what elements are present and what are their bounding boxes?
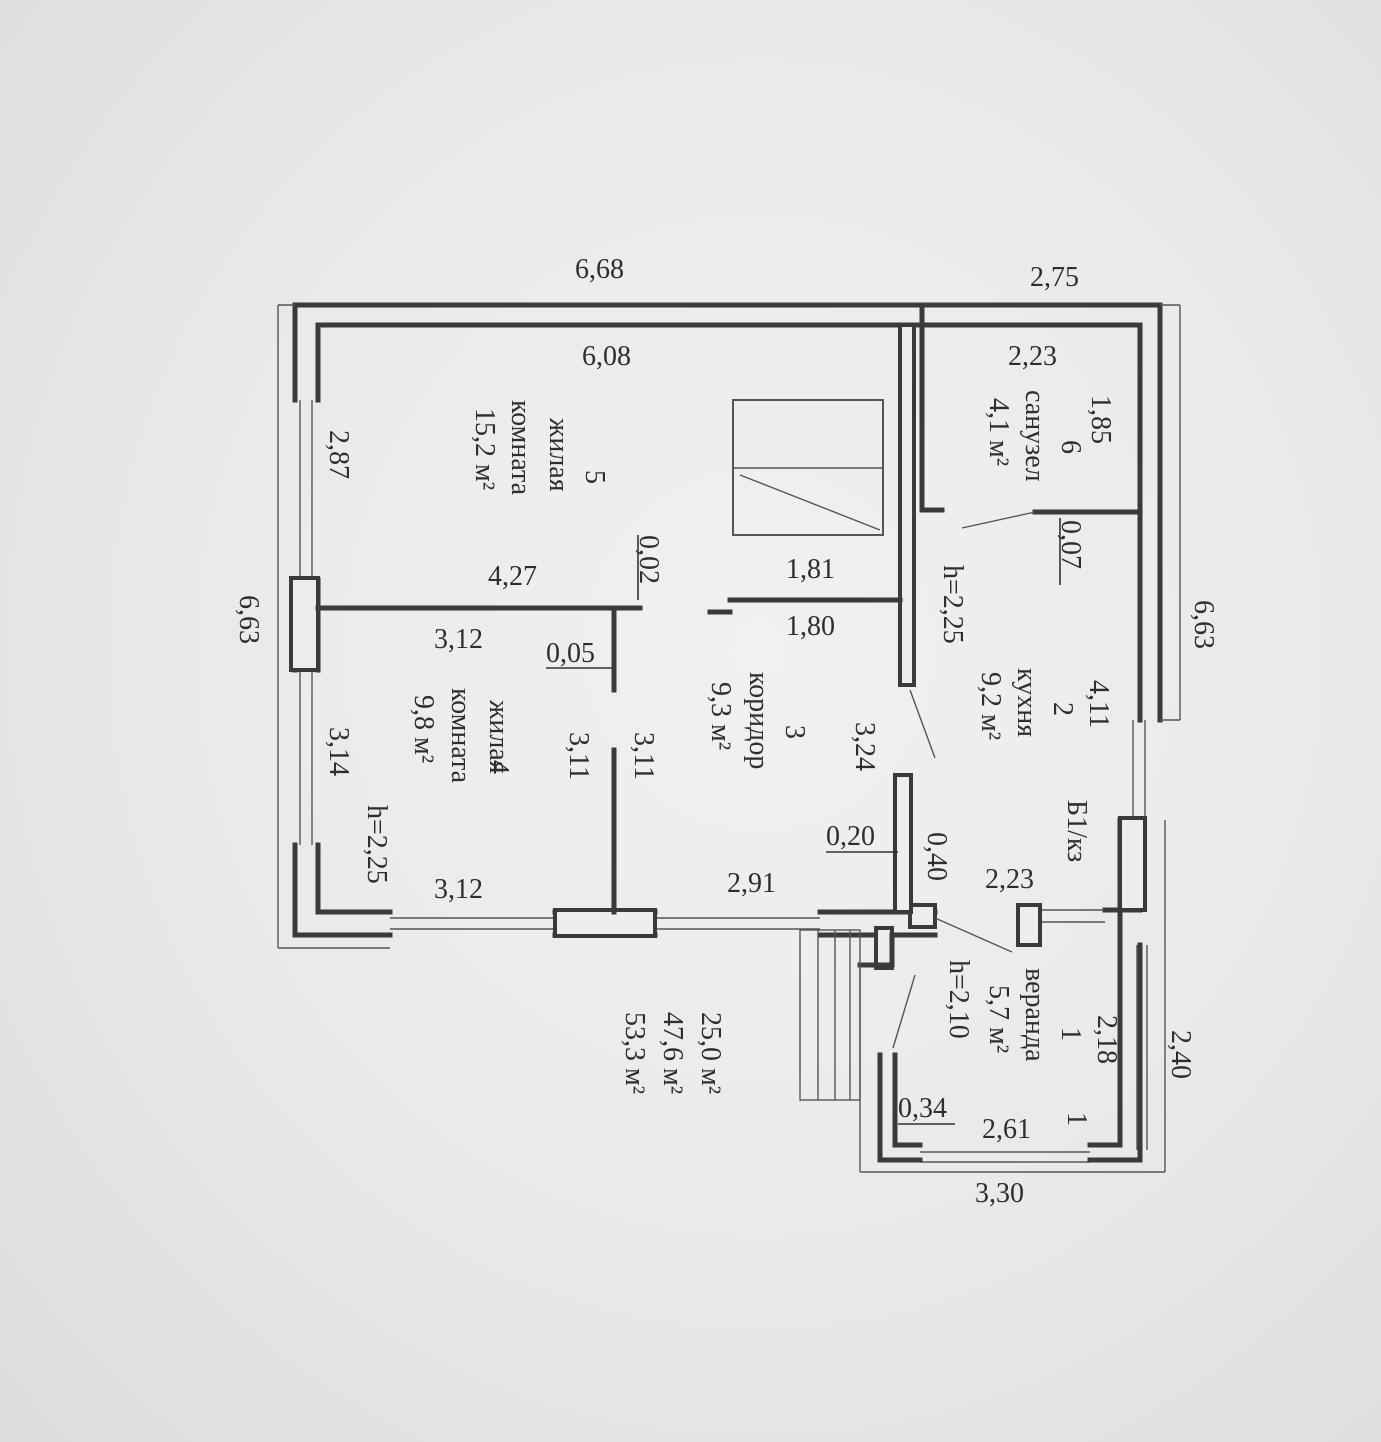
room-bath-name: санузел xyxy=(1019,390,1050,482)
dim-bath-width: 1,85 xyxy=(1085,395,1116,444)
total-area: 47,6 м² xyxy=(657,1012,688,1094)
wall-piers xyxy=(289,576,1147,970)
room5-area: 15,2 м² xyxy=(469,408,500,490)
corridor-area: 9,3 м² xyxy=(705,682,736,750)
dim-wall-020: 0,20 xyxy=(826,821,875,852)
room-bath: 6 санузел 4,1 м² xyxy=(983,390,1086,482)
area-totals: 25,0 м² 47,6 м² 53,3 м² xyxy=(619,1012,726,1094)
room4-height: h=2,25 xyxy=(361,805,392,884)
room-5: 5 жилая комната 15,2 м² xyxy=(469,400,610,496)
dim-room4-bottom: 3,12 xyxy=(434,874,483,905)
interior-walls xyxy=(315,302,1143,915)
dim-veranda-218: 2,18 xyxy=(1091,1015,1122,1064)
dim-room4-top: 3,12 xyxy=(434,624,483,655)
door-swings xyxy=(892,511,1036,1049)
dim-corridor-181: 1,81 xyxy=(786,554,835,585)
room-bath-number: 6 xyxy=(1055,440,1086,454)
dim-partition-005: 0,05 xyxy=(546,638,595,669)
dim-wall-040: 0,40 xyxy=(921,832,952,881)
room4-name: жилая xyxy=(483,699,514,774)
total-gross: 53,3 м² xyxy=(619,1012,650,1094)
entrance-steps xyxy=(799,929,861,1101)
windows xyxy=(299,400,1148,1163)
dim-kitchen-223: 2,23 xyxy=(985,864,1034,895)
dim-veranda-240: 2,40 xyxy=(1165,1030,1196,1079)
dim-bath-len: 2,23 xyxy=(1008,341,1057,372)
dim-veranda-261: 2,61 xyxy=(982,1114,1031,1145)
bath-fixture xyxy=(732,399,884,536)
room-veranda: 1 веранда 5,7 м² h=2,10 xyxy=(943,960,1086,1062)
room4-area: 9,8 м² xyxy=(408,695,439,763)
dim-room5-len: 4,27 xyxy=(488,561,537,592)
room-bath-area: 4,1 м² xyxy=(983,398,1014,466)
dim-kitchen-411: 4,11 xyxy=(1083,680,1114,728)
dim-top-total: 6,68 xyxy=(575,254,624,285)
veranda-height: h=2,10 xyxy=(943,960,974,1039)
dim-inner-top: 6,08 xyxy=(582,341,631,372)
dim-room4-width: 3,14 xyxy=(323,727,354,776)
dim-room5-width: 2,87 xyxy=(323,430,354,479)
dim-room4-311b: 3,11 xyxy=(628,732,659,780)
kitchen-height: h=2,25 xyxy=(937,565,968,644)
veranda-number: 1 xyxy=(1055,1027,1086,1041)
dim-corridor-324: 3,24 xyxy=(849,722,880,771)
dim-veranda-330: 3,30 xyxy=(975,1178,1024,1209)
kitchen-number: 2 xyxy=(1047,702,1078,716)
veranda-name: веранда xyxy=(1019,968,1050,1062)
corridor-number: 3 xyxy=(779,725,810,739)
room-kitchen: 2 кухня 9,2 м² h=2,25 Б1/кз xyxy=(937,565,1092,862)
room5-name2: комната xyxy=(505,400,536,496)
dim-left-total: 6,63 xyxy=(233,595,264,644)
room4-number: 4 xyxy=(483,760,514,774)
kitchen-area: 9,2 м² xyxy=(975,672,1006,740)
room4-name2: комната xyxy=(445,688,476,784)
dim-top-right: 2,75 xyxy=(1030,262,1079,293)
dim-veranda-034: 0,34 xyxy=(898,1093,947,1124)
veranda-walls xyxy=(857,927,1166,1173)
frame-lines xyxy=(277,304,1181,949)
dim-room4-311a: 3,11 xyxy=(563,732,594,780)
dim-corridor-180: 1,80 xyxy=(786,611,835,642)
room-corridor: 3 коридор 9,3 м² xyxy=(705,672,810,769)
dim-corridor-291: 2,91 xyxy=(727,868,776,899)
room-4: 4 жилая комната 9,8 м² h=2,25 xyxy=(361,688,514,884)
dim-veranda-1: 1 xyxy=(1061,1112,1092,1126)
kitchen-name: кухня xyxy=(1011,668,1042,737)
room5-number: 5 xyxy=(579,470,610,484)
corridor-name: коридор xyxy=(743,672,774,769)
total-living: 25,0 м² xyxy=(695,1012,726,1094)
room5-name: жилая xyxy=(543,417,574,492)
dim-right-total: 6,63 xyxy=(1188,600,1219,649)
veranda-area: 5,7 м² xyxy=(983,985,1014,1053)
mark-b1: Б1/кз xyxy=(1061,800,1092,862)
